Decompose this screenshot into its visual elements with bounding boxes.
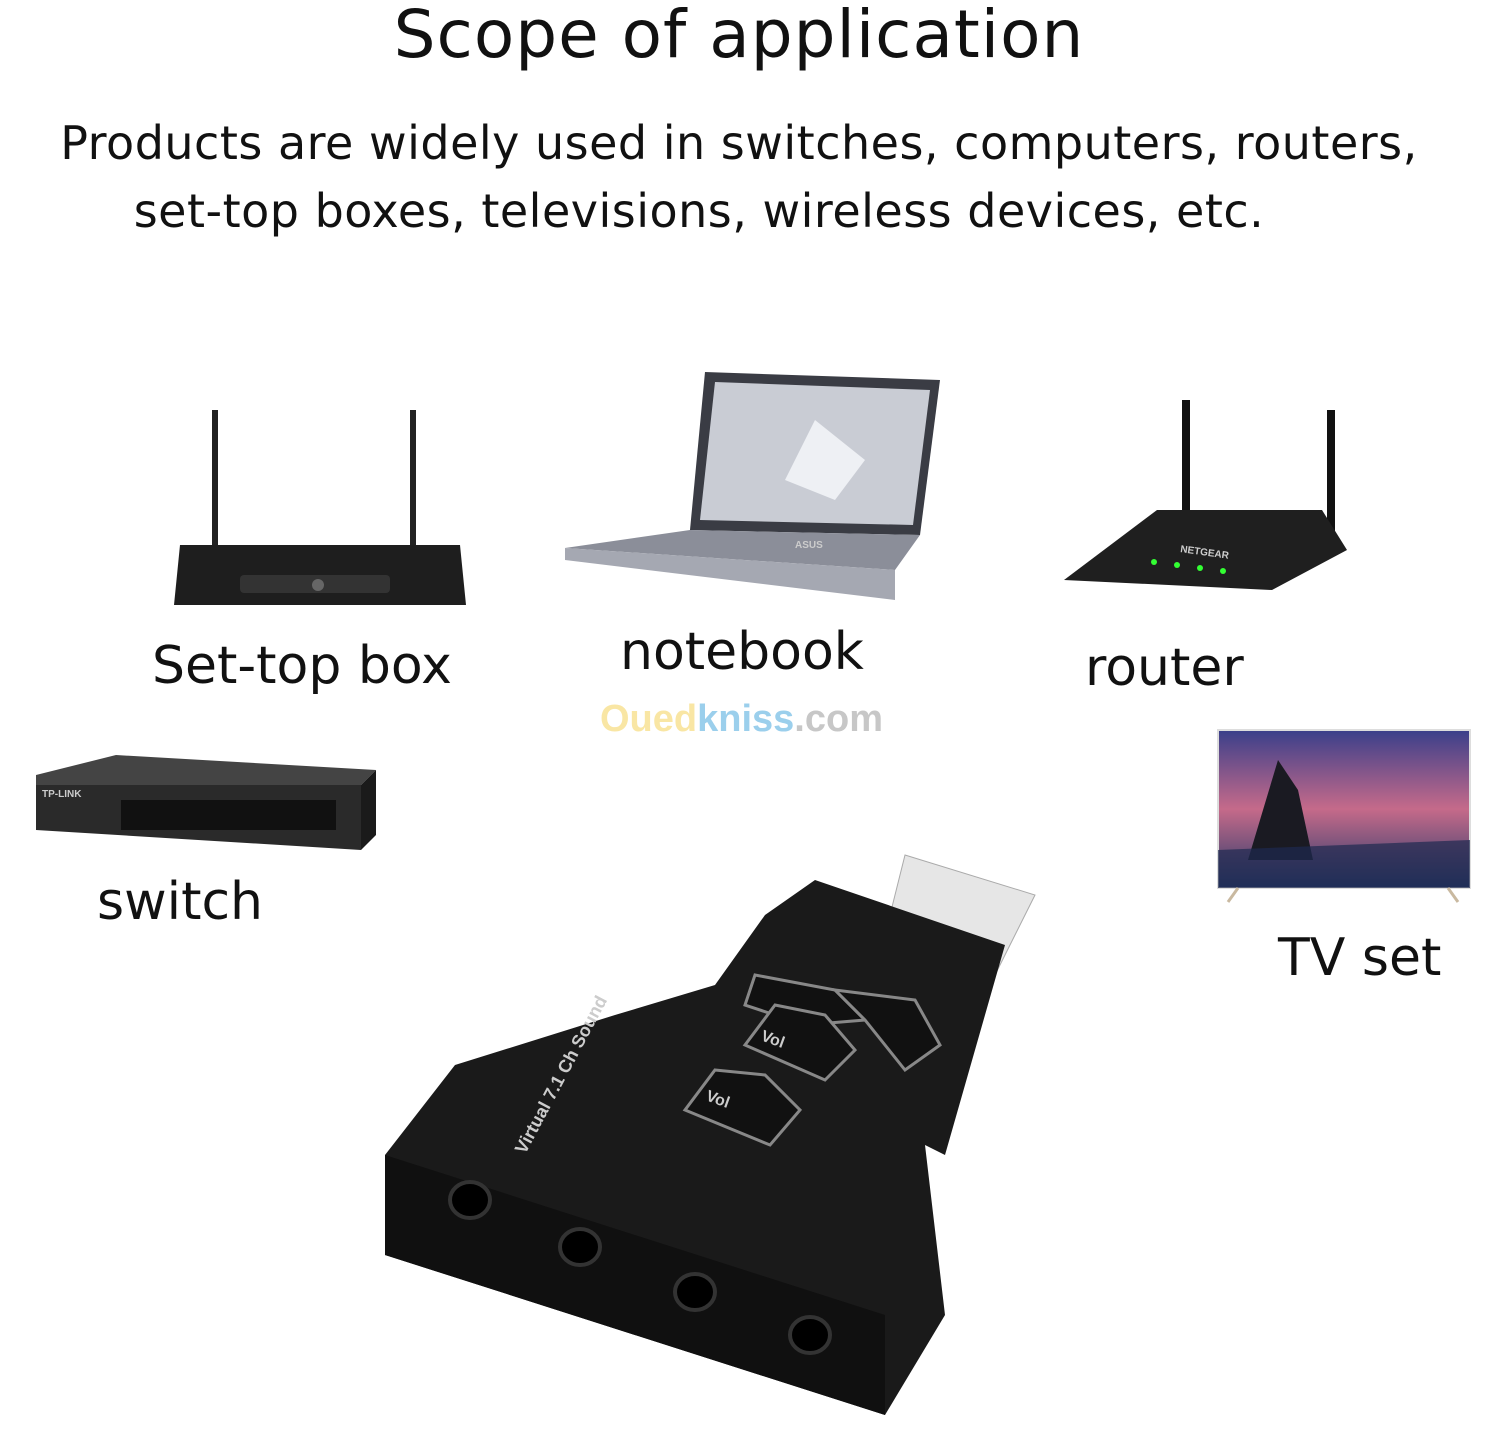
label-tv-set: TV set [1278, 928, 1442, 988]
label-router: router [1085, 638, 1244, 698]
usb-sound-card-image: Vol Vol Virtual 7.1 Ch Sound [385, 854, 1036, 1415]
laptop-image: ASUS [565, 372, 940, 600]
network-switch-image: TP-LINK [36, 755, 376, 850]
watermark: Ouedkniss.com [600, 698, 883, 741]
asus-logo: ASUS [795, 540, 823, 551]
label-set-top-box: Set-top box [152, 636, 452, 696]
watermark-part-1: Oued [600, 698, 698, 740]
set-top-box-image [174, 410, 466, 605]
router-image: NETGEAR [1064, 400, 1347, 590]
label-switch: switch [97, 872, 264, 932]
description-line-2: set-top boxes, televisions, wireless dev… [133, 184, 1265, 238]
svg-text:TP-LINK: TP-LINK [42, 789, 82, 800]
watermark-part-3: .com [794, 698, 883, 740]
watermark-part-2: kniss [697, 698, 795, 740]
tv-image [1217, 729, 1471, 903]
label-notebook: notebook [620, 622, 864, 682]
page-title: Scope of application [393, 0, 1085, 73]
description-line-1: Products are widely used in switches, co… [60, 116, 1418, 170]
